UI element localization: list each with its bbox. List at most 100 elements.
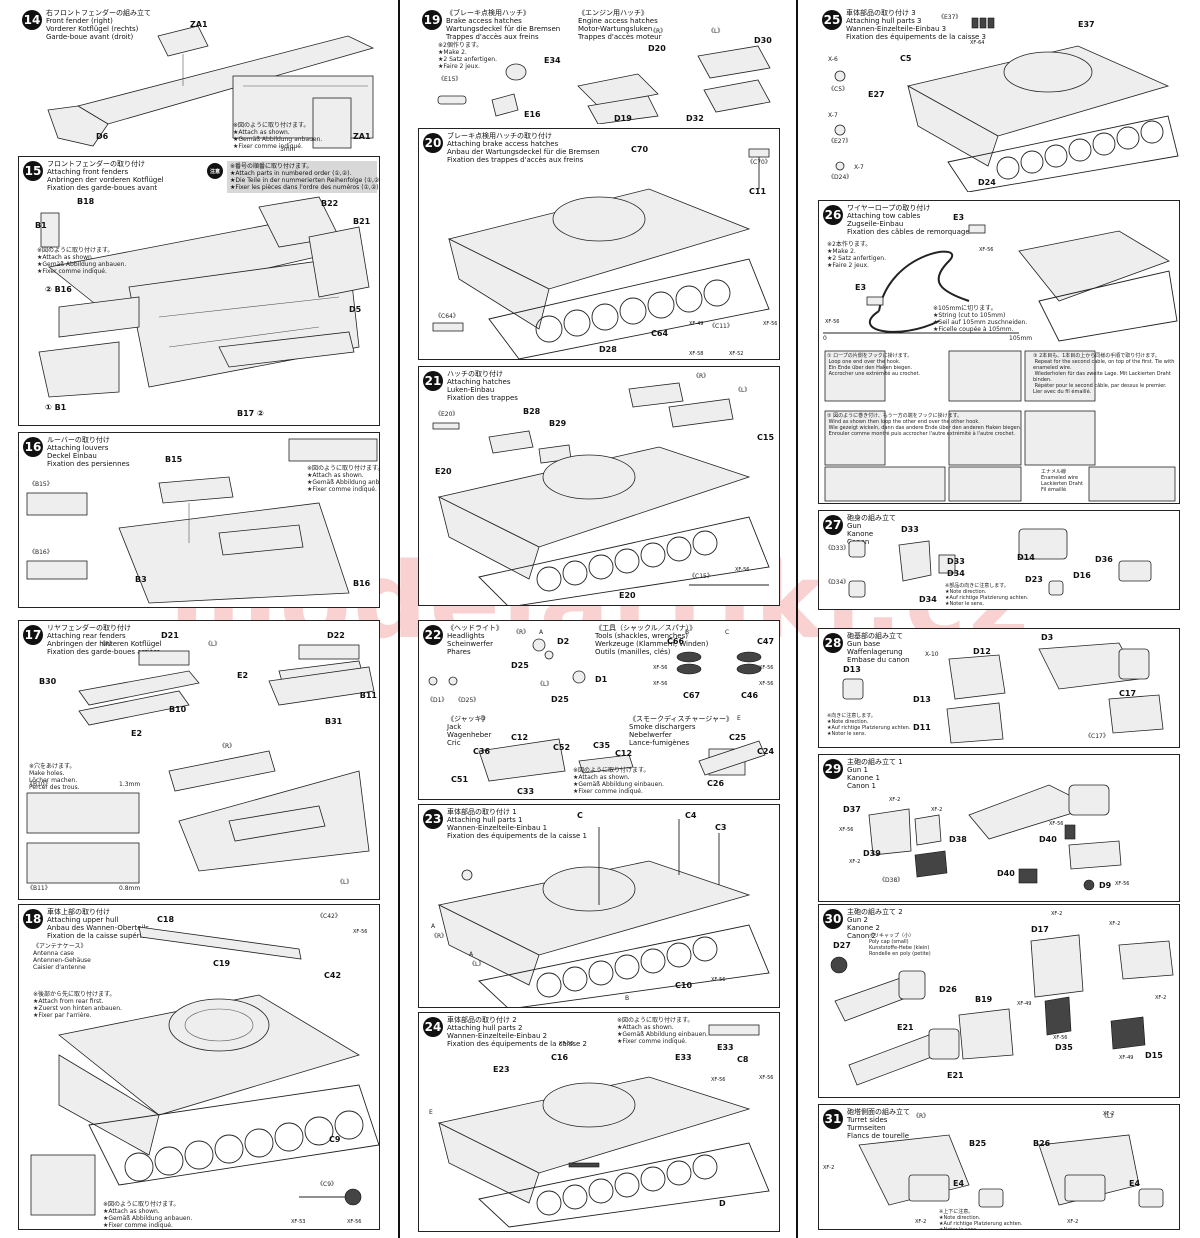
marker-b: B <box>685 629 690 636</box>
part-label: C8 <box>737 1055 749 1064</box>
step-18-panel: 18 車体上部の取り付け Attaching upper hull Anbau … <box>18 904 380 1230</box>
step-title: フロントフェンダーの取り付け Attaching front fenders A… <box>47 160 164 192</box>
caution-note: ※番号の順番に取り付けます。 ★Attach parts in numbered… <box>227 161 379 193</box>
part-label: E33 <box>675 1053 692 1062</box>
paint-code: XF-2 <box>823 1165 835 1171</box>
dimension-label: 1.3mm <box>119 781 141 788</box>
part-label: D25 <box>511 661 529 670</box>
part-label: C46 <box>741 691 759 700</box>
step-15-panel: 15 フロントフェンダーの取り付け Attaching front fender… <box>18 156 380 426</box>
paint-code: XF-2 <box>849 859 861 865</box>
step-note: ※上下に注意。 ★Note direction. ★Auf richtige P… <box>939 1209 1023 1230</box>
step-note: ※図のように取り付けます。 ★Attach as shown. ★Gemäß A… <box>617 1017 708 1045</box>
step-title: 主砲の組み立て 1 Gun 1 Kanone 1 Canon 1 <box>847 758 903 790</box>
sub-label: 《D33》 <box>825 545 850 552</box>
part-label: D2 <box>557 637 570 646</box>
part-label: C42 <box>324 971 342 980</box>
step-note: ※図のように取り付けます。 ★Attach as shown. ★Gemäß A… <box>37 247 127 275</box>
part-label: B1 <box>35 221 47 230</box>
part-label: C35 <box>593 741 611 750</box>
sub-label: 《C70》 <box>747 159 771 166</box>
make-note: ※2個作ります。 ★Make 2. ★2 Satz anfertigen. ★F… <box>438 42 497 70</box>
part-label: D11 <box>913 723 931 732</box>
part-label: E20 <box>435 467 452 476</box>
part-label: C70 <box>631 145 649 154</box>
part-label: D22 <box>327 631 345 640</box>
step-title-2: 《エンジン用ハッチ》 Engine access hatches Motor-W… <box>578 9 662 41</box>
caution-note: ※後部から先に取り付けます。 ★Attach from rear first. … <box>33 991 122 1019</box>
paint-code: XF-56 <box>653 665 668 671</box>
turret-sides-diagram <box>858 1134 1164 1208</box>
road-wheels <box>996 120 1164 180</box>
paint-code: XF-56 <box>1115 881 1130 887</box>
x-part-label: X-10 <box>925 651 939 658</box>
polycap-label: ポリキャップ（小） Poly cap (small) Kunststoffe-H… <box>869 933 931 957</box>
part-label: D13 <box>843 665 861 674</box>
part-label: B10 <box>169 705 187 714</box>
part-label: E33 <box>717 1043 734 1052</box>
step-title: 右フロントフェンダーの組み立て Front fender (right) Vor… <box>46 9 151 41</box>
step-number: 22 <box>423 625 443 645</box>
road-wheels <box>535 279 731 343</box>
side-label: 《L》 <box>205 641 221 648</box>
part-label: D15 <box>1145 1051 1163 1060</box>
step-30-panel: 30 主砲の組み立て 2 Gun 2 Kanone 2 Canon 2 D27 … <box>818 904 1180 1098</box>
marker-label: E <box>429 1109 433 1116</box>
paint-code: XF-56 <box>653 681 668 687</box>
step-number: 19 <box>422 10 442 30</box>
step-number: 20 <box>423 133 443 153</box>
paint-code: XF-56 <box>759 1075 774 1081</box>
step-number: 27 <box>823 515 843 535</box>
accessory-diagram <box>428 638 766 782</box>
part-label: E21 <box>897 1023 914 1032</box>
paint-code: XF-56 <box>759 665 774 671</box>
step-note: ※図のように取り付けます。 ★Attach as shown. ★Gemäß A… <box>103 1201 193 1229</box>
part-label: E21 <box>947 1071 964 1080</box>
side-label: 《L》 <box>735 387 751 394</box>
part-label: C67 <box>683 691 701 700</box>
part-label: D33 <box>901 525 919 534</box>
step-29-panel: 29 主砲の組み立て 1 Gun 1 Kanone 1 Canon 1 D37 … <box>818 754 1180 902</box>
part-label: B29 <box>549 419 567 428</box>
paint-code: XF-56 <box>763 321 778 327</box>
part-label: D28 <box>599 345 617 354</box>
side-label: 《L》 <box>1101 1113 1117 1120</box>
marker-a: A <box>539 629 544 636</box>
part-label: C3 <box>715 823 727 832</box>
paint-code: XF-64 <box>970 40 985 46</box>
part-label: D6 <box>96 132 109 141</box>
part-label: D33 <box>947 557 965 566</box>
side-label: 《L》 <box>708 28 724 35</box>
hull-hatch-diagram <box>432 148 770 359</box>
step-20-panel: 20 ブレーキ点検用ハッチの取り付け Attaching brake acces… <box>418 128 780 360</box>
part-label: B30 <box>39 677 57 686</box>
sub-label: 《C42》 <box>317 913 341 920</box>
hole-note: ※穴をあけます。 Make holes. Löcher machen. Perc… <box>29 763 80 791</box>
step-number: 31 <box>823 1109 843 1129</box>
dimension-label: 0.8mm <box>119 885 141 892</box>
paint-code: XF-58 <box>689 351 704 357</box>
column-separator <box>796 0 798 1238</box>
part-label: C52 <box>553 743 571 752</box>
step-25-panel: 25 車体部品の取り付け 3 Attaching hull parts 3 Wa… <box>818 6 1180 192</box>
paint-code: XF-53 <box>291 1219 306 1225</box>
step-title: 車体上部の取り付け Attaching upper hull Anbau des… <box>47 908 158 940</box>
part-label: E23 <box>493 1065 510 1074</box>
step-title: 車体部品の取り付け 2 Attaching hull parts 2 Wanne… <box>447 1016 588 1048</box>
step-title: 砲基部の組み立て Gun base Waffenlagerung Embase … <box>847 632 910 664</box>
step-title: 砲塔側面の組み立て Turret sides Turmseiten Flancs… <box>847 1108 910 1140</box>
dimension-label: 3mm <box>280 146 296 153</box>
step-27-panel: 27 砲身の組み立て Gun Kanone Canon D33 D33 D34 … <box>818 510 1180 610</box>
part-label: D26 <box>939 985 957 994</box>
marker-e: E <box>737 715 741 722</box>
part-label: C15 <box>757 433 775 442</box>
hull-parts-1-diagram <box>437 819 770 1007</box>
step-number: 21 <box>423 371 443 391</box>
part-label: D25 <box>551 695 569 704</box>
step-title: ハッチの取り付け Attaching hatches Luken-Einbau … <box>447 370 518 402</box>
part-label: E2 <box>237 671 249 680</box>
paint-code: XF-49 <box>689 321 704 327</box>
step-title: 車体部品の取り付け 1 Attaching hull parts 1 Wanne… <box>447 808 588 840</box>
step-23-panel: 23 車体部品の取り付け 1 Attaching hull parts 1 Wa… <box>418 804 780 1008</box>
part-label: C25 <box>729 733 747 742</box>
